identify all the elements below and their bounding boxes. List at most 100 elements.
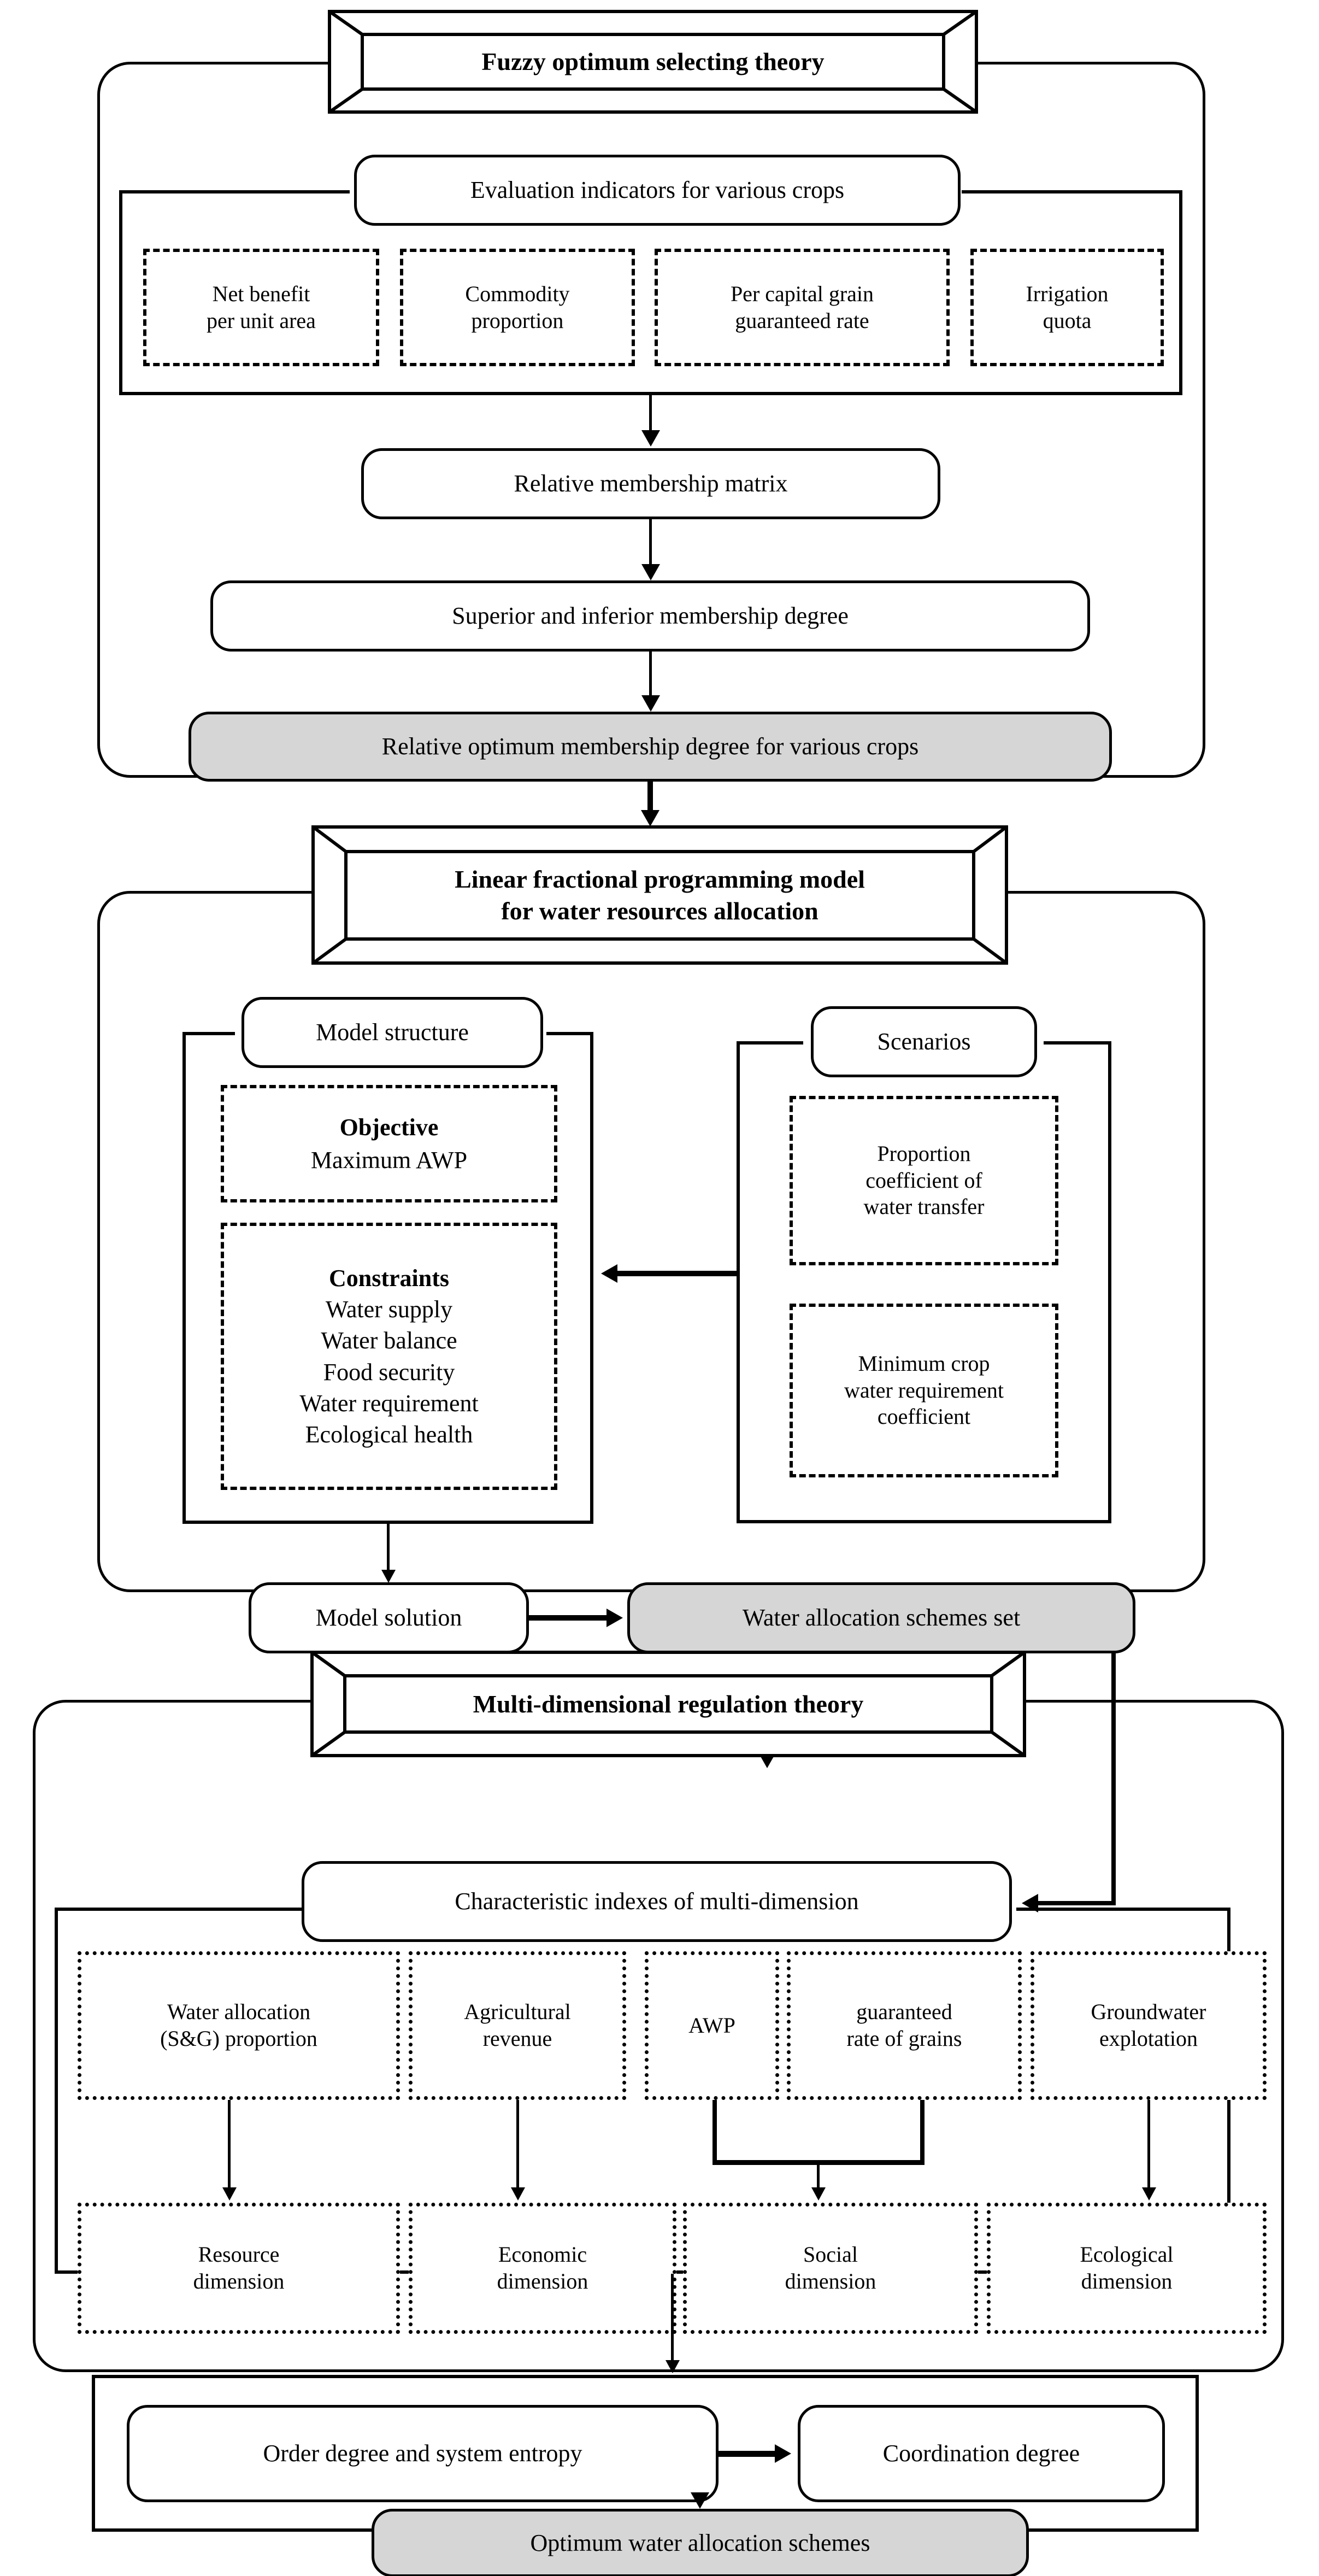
arrowhead-p1-c [641,695,660,712]
index-box-4: Groundwater explotation [1031,1951,1267,2100]
model-solution-label: Model solution [315,1604,462,1632]
scenarios-label-text: Scenarios [877,1028,971,1055]
constraint-item-3: Water requirement [299,1389,479,1417]
connector-p1-b [649,519,652,568]
order-degree-label: Order degree and system entropy [263,2440,582,2467]
objective-title: Objective [339,1114,439,1141]
connector-order-to-coordination [719,2451,779,2457]
step-label-0: Relative membership matrix [514,470,788,497]
index-label-1: Agricultural revenue [464,1999,571,2051]
phase1-output-node: Relative optimum membership degree for v… [189,712,1112,782]
characteristic-indexes-label-text: Characteristic indexes of multi-dimensio… [455,1888,859,1915]
constraint-item-4: Ecological health [305,1421,473,1448]
scenario-label-1: Minimum crop water requirement coefficie… [844,1351,1004,1429]
step-label-1: Superior and inferior membership degree [452,602,849,630]
indicator-box-3: Irrigation quota [970,249,1164,366]
index-box-2: AWP [645,1951,779,2100]
final-output-node: Optimum water allocation schemes [372,2509,1029,2576]
arrowhead-idx1-dim1 [511,2187,525,2201]
arrowhead-bracket-social [811,2187,826,2201]
scenarios-label: Scenarios [811,1006,1037,1077]
dimension-label-1: Economic dimension [497,2242,588,2293]
indicator-label-3: Irrigation quota [1026,281,1109,333]
model-structure-label-text: Model structure [316,1019,469,1046]
indicator-box-1: Commodity proportion [400,249,635,366]
arrowhead-idx0-dim0 [222,2187,237,2201]
bracket-right-stem [920,2100,925,2164]
dimension-box-2: Social dimension [683,2203,978,2334]
index-label-3: guaranteed rate of grains [846,1999,962,2051]
phase1-group-label-text: Evaluation indicators for various crops [470,177,845,204]
connector-idx4-dim3 [1147,2100,1150,2190]
phase3-banner-label: Multi-dimensional regulation theory [473,1689,864,1718]
order-degree-node: Order degree and system entropy [127,2405,719,2502]
phase1-output-label: Relative optimum membership degree for v… [381,733,919,760]
indicator-label-2: Per capital grain guaranteed rate [730,281,874,333]
scenario-label-0: Proportion coefficient of water transfer [863,1141,985,1219]
connector-p1-c [649,652,652,700]
dimension-box-1: Economic dimension [409,2203,676,2334]
phase2-output-node: Water allocation schemes set [627,1582,1135,1653]
arrowhead-p1-b [641,564,660,580]
arrowhead-idx4-dim3 [1142,2187,1156,2201]
index-label-2: AWP [688,2012,735,2038]
arrowhead-order-to-coordination [775,2444,791,2463]
connector-output-side-vertical [1111,1653,1116,1905]
constraints-title: Constraints [328,1264,450,1292]
scenario-box-0: Proportion coefficient of water transfer [790,1096,1058,1265]
constraint-item-2: Food security [323,1358,455,1386]
constraint-item-1: Water balance [321,1327,457,1354]
connector-output-side-horizontal [1038,1901,1116,1905]
connector-idx0-dim0 [228,2100,231,2190]
arrowhead-scenarios-to-constraints [601,1264,617,1283]
connector-scenarios-to-constraints [617,1271,738,1276]
constraints-box: Constraints Water supply Water balance F… [221,1223,557,1490]
dimension-box-3: Ecological dimension [987,2203,1267,2334]
indicator-box-0: Net benefit per unit area [143,249,379,366]
arrowhead-p2-solution [381,1570,396,1583]
connector-p1-to-p2 [647,782,653,814]
bracket-left-stem [713,2100,717,2164]
model-structure-label: Model structure [242,997,543,1068]
bracket-crossbar [713,2160,925,2165]
bracket-down-stem [817,2164,820,2190]
dimension-box-0: Resource dimension [78,2203,400,2334]
constraint-item-0: Water supply [325,1296,453,1323]
coordination-degree-node: Coordination degree [798,2405,1165,2502]
arrowhead-dims-to-order [666,2360,680,2373]
connector-p2-solution [387,1524,390,1573]
connector-idx1-dim1 [516,2100,519,2190]
connector-dims-to-order [671,2274,674,2364]
phase3-banner: Multi-dimensional regulation theory [310,1651,1026,1757]
step-relative-membership-matrix: Relative membership matrix [361,448,940,519]
index-box-1: Agricultural revenue [409,1951,626,2100]
phase1-banner-label: Fuzzy optimum selecting theory [481,48,825,76]
indicator-label-1: Commodity proportion [465,281,570,333]
phase2-output-label: Water allocation schemes set [742,1604,1021,1632]
phase2-banner-label: Linear fractional programming model for … [455,865,865,925]
dimension-label-3: Ecological dimension [1080,2242,1174,2293]
connector-p1-a [649,395,652,433]
arrowhead-to-final-output [691,2492,709,2509]
indicator-label-0: Net benefit per unit area [207,281,316,333]
index-box-0: Water allocation (S&G) proportion [78,1951,400,2100]
coordination-degree-label: Coordination degree [882,2440,1080,2467]
characteristic-indexes-label: Characteristic indexes of multi-dimensio… [302,1861,1012,1942]
objective-body: Maximum AWP [310,1146,468,1173]
phase1-group-label: Evaluation indicators for various crops [354,155,961,226]
indicator-box-2: Per capital grain guaranteed rate [655,249,950,366]
step-superior-inferior-membership: Superior and inferior membership degree [210,580,1090,652]
objective-box: Objective Maximum AWP [221,1085,557,1202]
final-output-label: Optimum water allocation schemes [530,2529,870,2556]
model-solution-node: Model solution [249,1582,529,1653]
dimension-label-0: Resource dimension [193,2242,285,2293]
phase2-banner: Linear fractional programming model for … [311,825,1008,965]
dimension-label-2: Social dimension [785,2242,876,2293]
index-label-0: Water allocation (S&G) proportion [160,1999,317,2051]
phase1-banner: Fuzzy optimum selecting theory [328,10,978,114]
arrowhead-p1-to-p2 [641,810,660,826]
arrowhead-solution-to-output [606,1609,623,1627]
connector-solution-to-output [529,1615,611,1621]
index-box-3: guaranteed rate of grains [787,1951,1022,2100]
